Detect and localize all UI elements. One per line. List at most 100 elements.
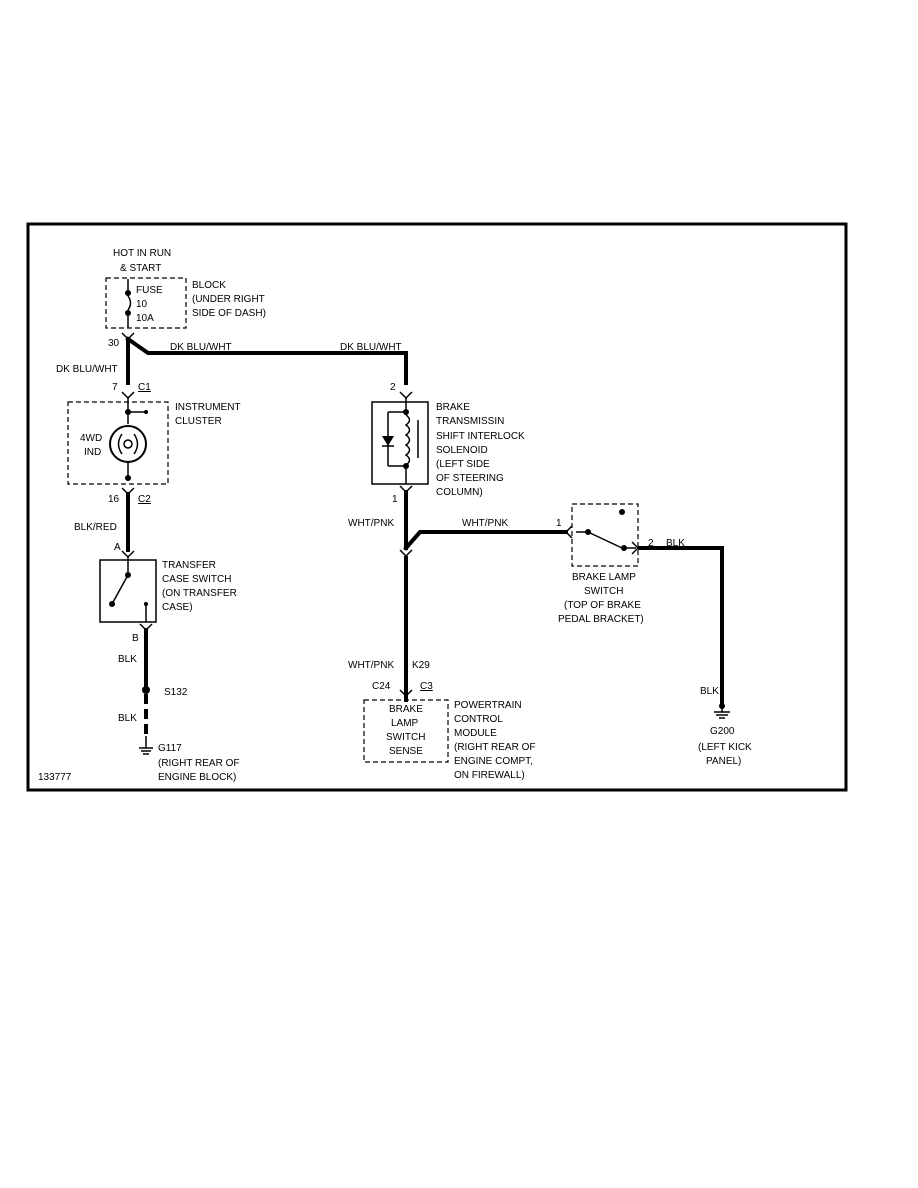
fuse-block-label: SIDE OF DASH) — [192, 308, 266, 319]
cluster-conn-in: C1 — [138, 382, 151, 393]
transfer-title: CASE SWITCH — [162, 574, 231, 585]
transfer-case-switch: A TRANSFER CASE SWITCH (ON TRANSFER CASE… — [99, 542, 237, 644]
solenoid-title: COLUMN) — [436, 487, 483, 498]
splice-label: S132 — [164, 687, 188, 698]
pcm-inner-label: BRAKE — [389, 704, 423, 715]
ground-g200-desc: PANEL) — [706, 756, 741, 767]
switch-contact-icon — [111, 574, 129, 605]
brake-switch-title: (TOP OF BRAKE — [564, 600, 641, 611]
pcm-title: MODULE — [454, 728, 497, 739]
pcm-title: POWERTRAIN — [454, 700, 522, 711]
diode-icon — [382, 436, 394, 446]
transfer-title: CASE) — [162, 602, 193, 613]
cluster-title: INSTRUMENT — [175, 402, 241, 413]
cluster-indicator-label: 4WD — [80, 433, 102, 444]
instrument-cluster: 7 C1 4WD IND INSTRUMENT CLUSTER 16 C2 — [67, 382, 241, 505]
solenoid-title: TRANSMISSIN — [436, 416, 504, 427]
wire-label: BLK — [700, 686, 719, 697]
pcm-outline — [363, 699, 449, 763]
pcm-inner-label: SENSE — [389, 746, 423, 757]
transfer-pin-b: B — [132, 633, 139, 644]
connector-chevron-icon — [399, 689, 413, 698]
fuse-block: HOT IN RUN & START FUSE 10 10A BLOCK (UN… — [105, 248, 266, 349]
power-label-2: & START — [120, 263, 161, 274]
cluster-outline — [67, 401, 169, 485]
connector-chevron-icon — [121, 391, 135, 400]
solenoid-title: BRAKE — [436, 402, 470, 413]
diagram-frame — [26, 222, 848, 792]
brake-lamp-switch: 1 2 BRAKE LAMP SWITCH (TOP OF BRAKE PEDA… — [556, 503, 654, 625]
pcm-inner-label: SWITCH — [386, 732, 425, 743]
indicator-lamp-icon — [109, 425, 147, 463]
pcm-pin: C24 — [372, 681, 391, 692]
pcm-title: ENGINE COMPT, — [454, 756, 533, 767]
brake-switch-title: SWITCH — [584, 586, 623, 597]
pcm-title: CONTROL — [454, 714, 503, 725]
wire-label: DK BLU/WHT — [340, 342, 402, 353]
brake-switch-pin-2: 2 — [648, 538, 654, 549]
ground-g117-desc: (RIGHT REAR OF — [158, 758, 239, 769]
wire-label: DK BLU/WHT — [56, 364, 118, 375]
solenoid-title: (LEFT SIDE — [436, 459, 490, 470]
cluster-pin-out: 16 — [108, 494, 120, 505]
ground-g117-desc: ENGINE BLOCK) — [158, 772, 236, 783]
wire-label: WHT/PNK — [348, 518, 394, 529]
pcm-title: (RIGHT REAR OF — [454, 742, 535, 753]
brake-switch-title: PEDAL BRACKET) — [558, 614, 644, 625]
connector-chevron-icon — [564, 525, 573, 539]
diagram-id: 133777 — [38, 772, 72, 783]
fuse-pin-label: 30 — [108, 338, 120, 349]
brake-switch-title: BRAKE LAMP — [572, 572, 636, 583]
pcm-conn: C3 — [420, 681, 433, 692]
solenoid-title: SOLENOID — [436, 445, 488, 456]
ground-icon — [714, 703, 730, 719]
wire-label: DK BLU/WHT — [170, 342, 232, 353]
solenoid-title: SHIFT INTERLOCK — [436, 431, 525, 442]
fuse-icon — [127, 295, 132, 311]
fuse-block-label: (UNDER RIGHT — [192, 294, 265, 305]
wire-label: BLK/RED — [74, 522, 117, 533]
pcm-title: ON FIREWALL) — [454, 770, 525, 781]
powertrain-control-module: C24 C3 BRAKE LAMP SWITCH SENSE POWERTRAI… — [363, 681, 535, 781]
solenoid-pin-out: 1 — [392, 494, 398, 505]
wire-label: WHT/PNK — [462, 518, 508, 529]
wire-label: BLK — [118, 654, 137, 665]
fuse-number: 10 — [136, 299, 148, 310]
cluster-conn-out: C2 — [138, 494, 151, 505]
cluster-pin-in: 7 — [112, 382, 118, 393]
brake-switch-pin-1: 1 — [556, 518, 562, 529]
solenoid-pin-in: 2 — [390, 382, 396, 393]
wire-blk-g200 — [638, 546, 724, 706]
pcm-circuit-label: K29 — [412, 660, 430, 671]
switch-contact-icon — [587, 531, 623, 549]
fuse-rating: 10A — [136, 313, 154, 324]
transfer-title: TRANSFER — [162, 560, 216, 571]
splice-icon — [142, 686, 150, 694]
brake-switch-outline — [571, 503, 639, 567]
ground-g200-name: G200 — [710, 726, 735, 737]
wire-dk-blu-wht-across — [125, 336, 408, 385]
connector-chevron-icon — [399, 391, 413, 400]
solenoid-box — [371, 401, 429, 485]
cluster-indicator-label: IND — [84, 447, 101, 458]
power-label-1: HOT IN RUN — [113, 248, 171, 259]
coil-icon — [404, 414, 411, 466]
pcm-inner-label: LAMP — [391, 718, 419, 729]
cluster-title: CLUSTER — [175, 416, 222, 427]
ground-icon — [139, 736, 153, 755]
connector-chevron-icon — [399, 549, 413, 558]
ground-g117-name: G117 — [158, 743, 182, 754]
fuse-name: FUSE — [136, 285, 163, 296]
fuse-block-label: BLOCK — [192, 280, 226, 291]
fuse-block-outline — [105, 277, 187, 329]
wire-wht-pnk-to-switch — [403, 530, 568, 551]
ground-g200-desc: (LEFT KICK — [698, 742, 752, 753]
wire-label: WHT/PNK — [348, 660, 394, 671]
wire-label: BLK — [666, 538, 685, 549]
solenoid-title: OF STEERING — [436, 473, 504, 484]
transfer-pin-a: A — [114, 542, 121, 553]
transfer-title: (ON TRANSFER — [162, 588, 237, 599]
wire-label: BLK — [118, 713, 137, 724]
shift-interlock-solenoid: 2 1 BRAKE TRANSMISSIN SHIFT INTERLOCK SO… — [371, 382, 525, 505]
